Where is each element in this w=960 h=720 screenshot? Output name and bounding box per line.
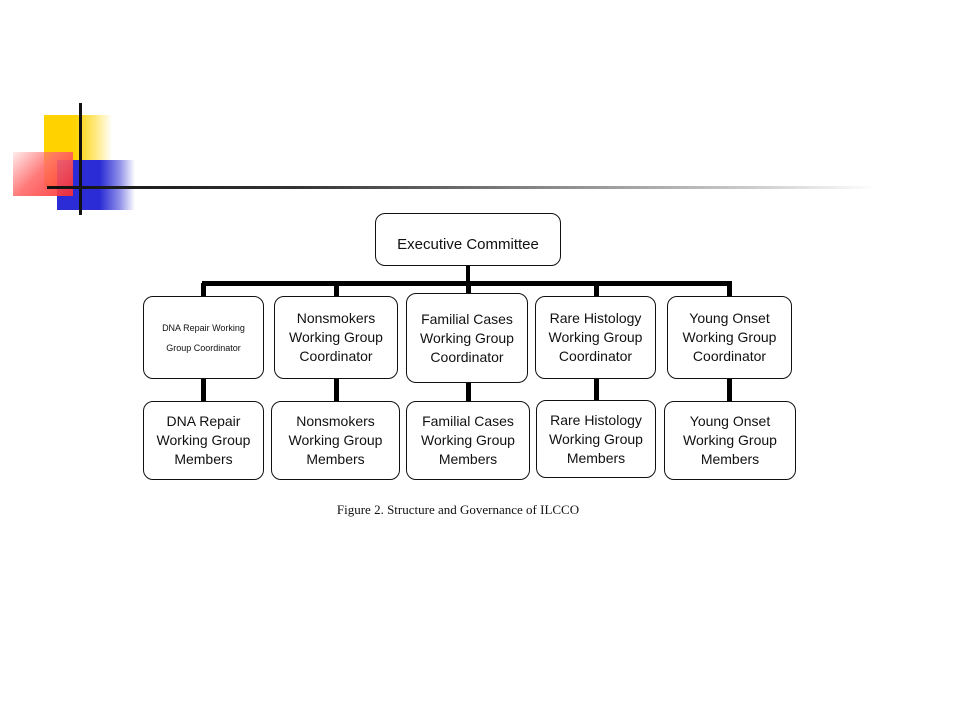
root-connector <box>466 264 470 284</box>
decorative-red-square <box>13 152 73 196</box>
member-connector-dna-repair <box>201 377 206 403</box>
member-connector-nonsmokers <box>334 377 339 403</box>
member-connector-familial-cases <box>466 382 471 403</box>
branch-connector-nonsmokers <box>334 283 339 297</box>
branch-connector-rare-histology <box>594 283 599 297</box>
rare-histology-coordinator-box: Rare Histology Working Group Coordinator <box>535 296 656 379</box>
dna-repair-coordinator-box: DNA Repair Working Group Coordinator <box>143 296 264 379</box>
nonsmokers-coordinator-box: Nonsmokers Working Group Coordinator <box>274 296 398 379</box>
nonsmokers-members-box: Nonsmokers Working Group Members <box>271 401 400 480</box>
branch-connector-dna-repair <box>201 283 206 297</box>
figure-caption: Figure 2. Structure and Governance of IL… <box>336 502 580 517</box>
dna-repair-members-box: DNA Repair Working Group Members <box>143 401 264 480</box>
familial-cases-members-box: Familial Cases Working Group Members <box>406 401 530 480</box>
member-connector-rare-histology <box>594 377 599 402</box>
young-onset-members-box: Young Onset Working Group Members <box>664 401 796 480</box>
young-onset-coordinator-box: Young Onset Working Group Coordinator <box>667 296 792 379</box>
branch-connector-familial-cases <box>466 283 471 295</box>
executive-committee-box: Executive Committee <box>375 213 561 266</box>
branch-connector-young-onset <box>727 283 732 297</box>
rare-histology-members-box: Rare Histology Working Group Members <box>536 400 656 478</box>
familial-cases-coordinator-box: Familial Cases Working Group Coordinator <box>406 293 528 383</box>
decorative-horizontal-rule <box>47 186 877 189</box>
decorative-vertical-line <box>79 103 82 215</box>
member-connector-young-onset <box>727 377 732 403</box>
